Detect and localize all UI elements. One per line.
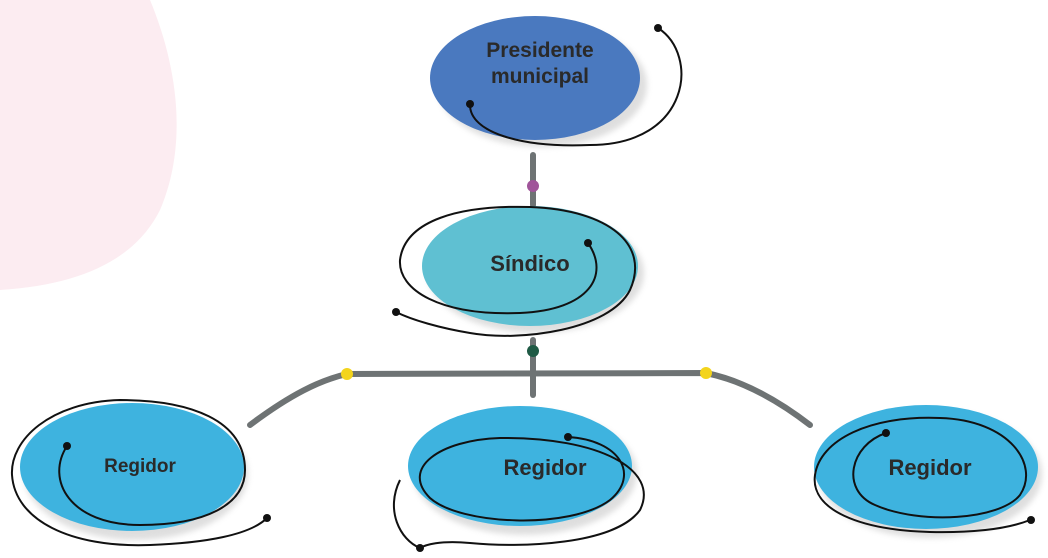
node-presidente-swirl xyxy=(469,27,683,147)
connector-dot-green xyxy=(527,345,539,357)
connector-branch-curve xyxy=(247,369,813,428)
sindico-label: Síndico xyxy=(490,251,570,276)
node-sindico-swirl xyxy=(395,205,636,337)
connector-dot-magenta xyxy=(527,180,539,192)
regidor-center-label: Regidor xyxy=(503,455,587,480)
connector-dot-yellow-right xyxy=(700,367,712,379)
regidor-right-label: Regidor xyxy=(888,455,972,480)
node-regidor-center-swirl xyxy=(392,436,645,550)
node-regidor-right-swirl xyxy=(813,416,1031,534)
node-regidor-center-ellipse xyxy=(408,406,632,526)
regidor-left-label: Regidor xyxy=(104,456,176,477)
node-regidor-left-ellipse xyxy=(20,403,244,531)
node-presidente xyxy=(430,16,683,147)
node-presidente-ellipse xyxy=(430,16,640,140)
node-regidor-right-ellipse xyxy=(814,405,1038,529)
node-regidor-right xyxy=(813,405,1042,538)
node-sindico-ellipse xyxy=(422,206,638,326)
node-sindico xyxy=(392,205,644,337)
node-regidor-left xyxy=(10,398,271,547)
presidente-municipal-label: Presidente municipal xyxy=(486,39,594,89)
node-regidor-left-swirl xyxy=(10,398,268,547)
node-regidor-center xyxy=(392,406,645,552)
background-blob xyxy=(0,0,177,290)
connector-dot-yellow-left xyxy=(341,368,353,380)
